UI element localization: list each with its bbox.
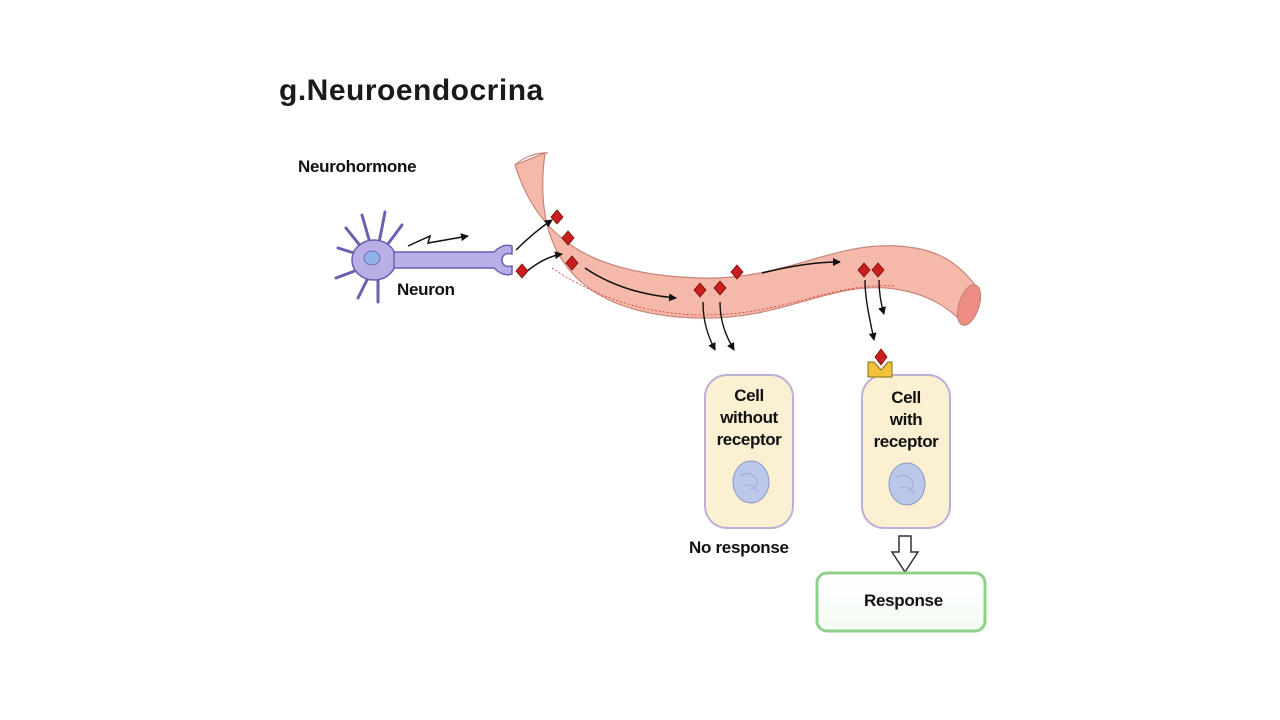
hormone-molecule	[713, 280, 727, 296]
hormone-molecule	[693, 282, 707, 298]
secretion-arrow-upper	[515, 219, 553, 251]
hormone-molecule	[515, 263, 529, 279]
vessel-wall-line	[551, 267, 896, 316]
signal-arrow	[407, 233, 469, 247]
slide-title: g.Neuroendocrina	[279, 74, 544, 107]
neurohormone-molecules	[515, 209, 885, 298]
nucleus	[732, 460, 770, 504]
hormone-molecule	[857, 262, 871, 278]
vessel-open-end	[956, 284, 982, 326]
hormone-molecule	[565, 255, 579, 271]
response-label: Response	[864, 591, 943, 610]
receptor-icon	[867, 361, 893, 378]
cell-without-receptor	[704, 374, 794, 529]
diffusion-arrow	[864, 279, 877, 341]
response-arrow	[890, 535, 920, 574]
flow-arrow-1	[584, 267, 677, 302]
neuron-label: Neuron	[397, 280, 455, 299]
vessel-top-opening	[514, 152, 549, 166]
secretion-arrow-lower	[525, 251, 563, 273]
flow-arrow-2	[761, 258, 841, 274]
cell-without-receptor-label: Cell without receptor	[716, 386, 782, 449]
hormone-molecule	[730, 264, 744, 280]
cell-with-receptor-label: Cell with receptor	[873, 388, 939, 451]
cell-with-receptor	[861, 348, 951, 529]
diffusion-arrow	[878, 279, 886, 315]
neuron-icon	[334, 210, 513, 304]
hormone-molecule	[871, 262, 885, 278]
neurohormone-label: Neurohormone	[298, 157, 417, 176]
nucleus	[888, 462, 926, 506]
hormone-molecule	[550, 209, 564, 225]
response-box	[815, 571, 987, 633]
diffusion-arrow	[719, 301, 735, 351]
hormone-molecule	[561, 230, 575, 246]
bound-hormone-molecule	[874, 348, 888, 366]
diffusion-arrow	[702, 301, 716, 351]
blood-vessel	[514, 152, 976, 325]
no-response-label: No response	[689, 538, 789, 557]
